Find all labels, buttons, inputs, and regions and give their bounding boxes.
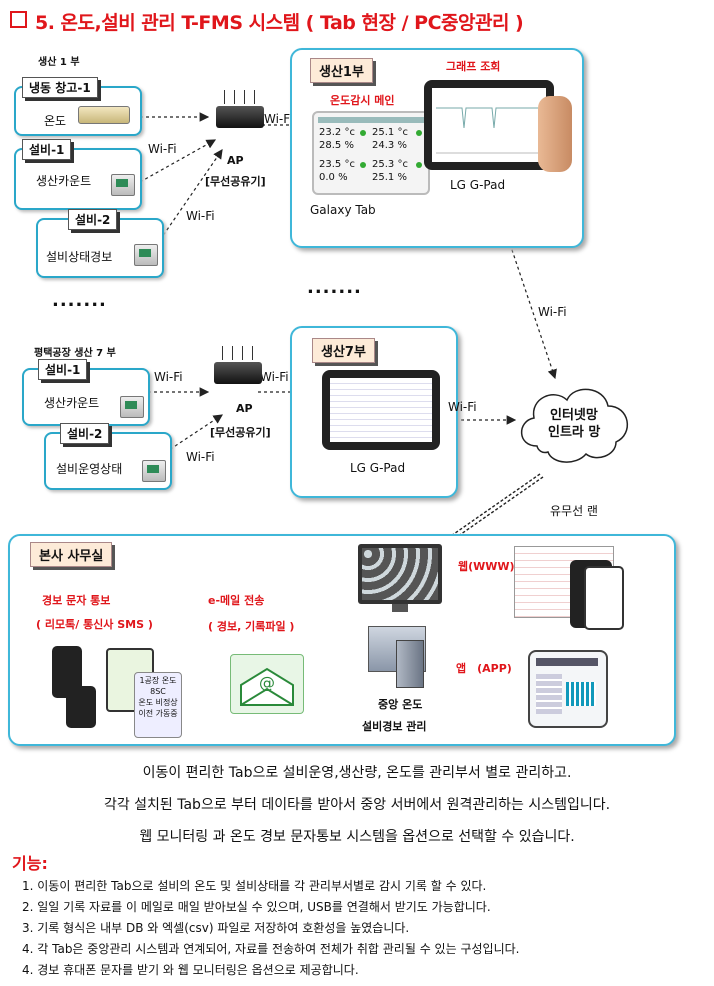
sensor-device-icon	[142, 460, 166, 482]
sms-message: 1공장 온도 8SC 온도 비정상 이전 가동중	[134, 672, 182, 738]
monitor-stand	[392, 604, 408, 612]
cloud-line1: 인터넷망	[550, 408, 598, 423]
status-dot-icon	[416, 130, 422, 136]
lg-gpad-label: LG G-Pad	[450, 178, 506, 192]
galaxy-tab-label: Galaxy Tab	[310, 203, 376, 217]
mail-title: e-메일 전송	[208, 594, 265, 607]
phone-icon	[66, 686, 96, 728]
device-tag: 냉동 창고-1	[22, 77, 98, 98]
sms-sub: ( 리모톡/ 통신사 SMS )	[36, 618, 153, 631]
hand-icon	[538, 96, 572, 172]
device-tag: 설비-2	[68, 209, 118, 230]
sensor-device-icon	[134, 244, 158, 266]
app-label: 앱 (APP)	[456, 662, 512, 675]
device-text: 생산카운트	[36, 174, 92, 188]
status-dot-icon	[360, 162, 366, 168]
reading-hum: 0.0 %	[319, 172, 348, 183]
sec1-label: 생산 1 부	[38, 57, 80, 68]
desc-line: 각각 설치된 Tab으로 부터 데이타를 받아서 중앙 서버에서 원격관리하는 …	[103, 797, 611, 813]
dots: .......	[307, 277, 362, 298]
dots: .......	[52, 290, 107, 311]
reading-temp: 23.2 °c	[319, 127, 355, 138]
reading-temp: 23.5 °c	[319, 159, 355, 170]
ap-sub-label: [무선공유기]	[205, 175, 266, 188]
title-text: 5. 온도,설비 관리 T-FMS 시스템 ( Tab 현장 / PC중앙관리 …	[35, 12, 524, 34]
sms-title: 경보 문자 통보	[42, 594, 111, 607]
web-label: 웹(WWW)	[458, 560, 515, 573]
sec7-label: 평택공장 생산 7 부	[34, 348, 116, 359]
lg-gpad-label: LG G-Pad	[350, 461, 406, 475]
svg-text:@: @	[259, 673, 275, 692]
device-text: 설비상태경보	[46, 250, 113, 264]
device-text: 생산카운트	[44, 396, 100, 410]
sensor-device-icon	[120, 396, 144, 418]
device-tag: 설비-1	[22, 139, 72, 160]
email-icon: @	[230, 654, 304, 714]
thermometer-device-icon	[78, 106, 130, 124]
function-item: 1. 이동이 편리한 Tab으로 설비의 온도 및 설비상태를 각 관리부서별로…	[22, 879, 487, 893]
panel-badge: 생산7부	[312, 338, 375, 363]
arrow-line	[159, 149, 223, 241]
galaxy-tab: 23.2 °c 28.5 % 25.1 °c 24.3 % 23.5 °c 0.…	[312, 111, 430, 195]
reading-hum: 24.3 %	[372, 140, 407, 151]
panel-badge: 본사 사무실	[30, 542, 113, 567]
graph-icon	[436, 107, 542, 154]
status-dot-icon	[416, 162, 422, 168]
monitor-label: 온도감시 메인	[330, 94, 395, 107]
server-label-2: 설비경보 관리	[362, 720, 427, 733]
router-icon	[212, 90, 264, 140]
device-equip2[interactable]: 설비-2 설비상태경보	[36, 209, 164, 278]
device-tag: 설비-1	[38, 359, 88, 380]
device-tag: 설비-2	[60, 423, 110, 444]
wifi-label: Wi-Fi	[448, 400, 477, 414]
function-item: 4. 경보 휴대폰 문자를 받기 와 웹 모니터링은 옵션으로 제공합니다.	[22, 963, 359, 977]
lan-label: 유무선 랜	[550, 504, 598, 518]
functions-title: 기능:	[12, 854, 48, 873]
app-phone	[528, 650, 608, 728]
desc-line: 웹 모니터링 과 온도 경보 문자통보 시스템을 옵션으로 선택할 수 있습니다…	[139, 829, 575, 845]
device-text: 설비운영상태	[56, 462, 123, 476]
function-item: 4. 각 Tab은 중앙관리 시스템과 연계되어, 자료를 전송하여 전체가 취…	[22, 942, 520, 956]
device-cold-storage[interactable]: 냉동 창고-1 온도	[14, 77, 142, 136]
wifi-label: Wi-Fi	[154, 370, 183, 384]
device7-equip1[interactable]: 설비-1 생산카운트	[22, 359, 150, 426]
phone-icon	[584, 566, 624, 630]
graph-label: 그래프 조회	[446, 60, 501, 73]
desc-line: 이동이 편리한 Tab으로 설비운영,생산량, 온도를 관리부서 별로 관리하고…	[142, 765, 572, 781]
device-equip1[interactable]: 설비-1 생산카운트	[14, 139, 142, 210]
device7-equip2[interactable]: 설비-2 설비운영상태	[44, 423, 172, 490]
router-icon	[210, 346, 262, 396]
monitor-icon	[358, 544, 442, 604]
lg-gpad-graph	[424, 80, 554, 170]
reading-hum: 28.5 %	[319, 140, 354, 151]
ap-label: AP	[227, 154, 244, 167]
status-dot-icon	[360, 130, 366, 136]
reading-hum: 25.1 %	[372, 172, 407, 183]
tower-icon	[396, 640, 424, 688]
ap-label: AP	[236, 402, 253, 415]
cloud-icon	[520, 388, 629, 463]
sensor-device-icon	[111, 174, 135, 196]
function-item: 2. 일일 기록 자료를 이 메일로 매일 받아보실 수 있으며, USB를 연…	[22, 900, 491, 914]
panel-badge: 생산1부	[310, 58, 373, 83]
arrow-line	[139, 139, 217, 183]
device-text: 온도	[44, 114, 67, 128]
mail-sub: ( 경보, 기록파일 )	[208, 620, 295, 633]
wifi-label: Wi-Fi	[260, 370, 289, 384]
reading-temp: 25.3 °c	[372, 159, 408, 170]
page-title: 5. 온도,설비 관리 T-FMS 시스템 ( Tab 현장 / PC중앙관리 …	[10, 8, 524, 35]
function-item: 3. 기록 형식은 내부 DB 와 엑셀(csv) 파일로 저장하여 호환성을 …	[22, 921, 410, 935]
wifi-label: Wi-Fi	[538, 305, 567, 319]
reading-temp: 25.1 °c	[372, 127, 408, 138]
wifi-label: Wi-Fi	[186, 209, 215, 223]
cloud-line2: 인트라 망	[548, 425, 601, 440]
wifi-label: Wi-Fi	[186, 450, 215, 464]
server-label-1: 중앙 온도	[378, 698, 423, 711]
checkbox-square-icon	[10, 11, 27, 28]
lg-gpad-table	[322, 370, 440, 450]
ap-sub-label: [무선공유기]	[210, 426, 271, 439]
wifi-label: Wi-Fi	[148, 142, 177, 156]
wifi-label: Wi-Fi	[264, 112, 293, 126]
lan-arrow	[436, 473, 541, 546]
